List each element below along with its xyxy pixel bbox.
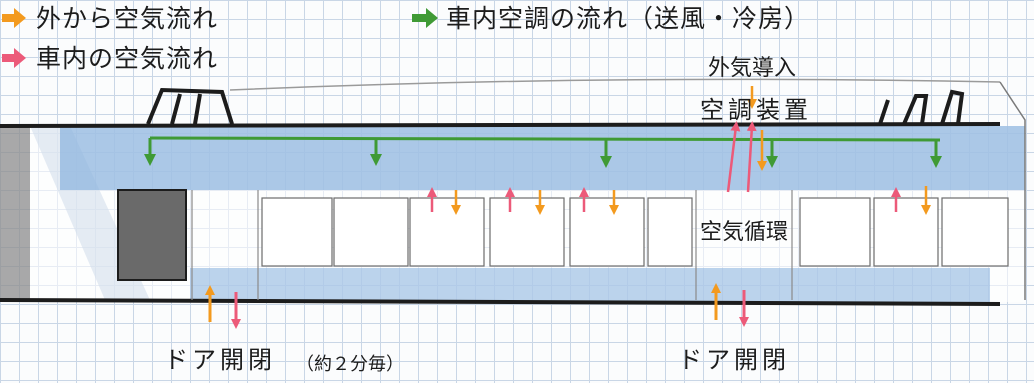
window [941, 197, 1009, 267]
adjacent-car-shading [0, 126, 30, 300]
roof-line [0, 122, 1001, 128]
door-left [191, 190, 259, 300]
windows [117, 189, 1009, 281]
window [799, 197, 871, 267]
ac-unit-circulation [726, 121, 767, 193]
door-arrows-right [711, 283, 749, 327]
pantograph-left [146, 87, 234, 125]
legend-icons [2, 8, 438, 68]
window [873, 197, 939, 267]
window [647, 197, 693, 267]
pantograph-right [878, 89, 965, 125]
outside-air-intake-label: 外気導入 [708, 56, 797, 81]
ac-unit-label: 空調装置 [700, 96, 812, 124]
green-arrow-icon [412, 8, 438, 28]
pink-up-arrow [746, 121, 757, 193]
door-right-label: ドア開閉 [678, 346, 790, 374]
driver-window [117, 189, 187, 281]
door-left-note: （約２分毎） [296, 354, 404, 375]
car-roof-outline [229, 78, 1001, 91]
ac-duct [144, 136, 942, 168]
car-end-outline [999, 81, 1026, 300]
legend-ac-flow: 車内空調の流れ（送風・冷房） [446, 4, 811, 33]
ac-duct-line [149, 136, 941, 142]
floor-line [0, 298, 1001, 306]
window [569, 197, 645, 267]
orange-arrow-icon [2, 8, 26, 28]
door-right [695, 190, 793, 300]
window [409, 197, 485, 267]
legend-inside-air: 車内の空気流れ [36, 44, 219, 73]
air-circulation-label: 空気循環 [700, 220, 789, 245]
pink-arrow-icon [2, 48, 26, 68]
door-arrows-left [205, 285, 241, 329]
circulation-arrows [427, 186, 931, 215]
floor-air-fill [190, 268, 990, 302]
ceiling-air-fill [60, 126, 1025, 190]
window [333, 197, 409, 267]
window [489, 197, 565, 267]
window [261, 197, 333, 267]
legend-outside-air: 外から空気流れ [36, 4, 219, 33]
pink-up-arrow [726, 121, 741, 193]
door-left-label: ドア開閉 [164, 346, 276, 374]
